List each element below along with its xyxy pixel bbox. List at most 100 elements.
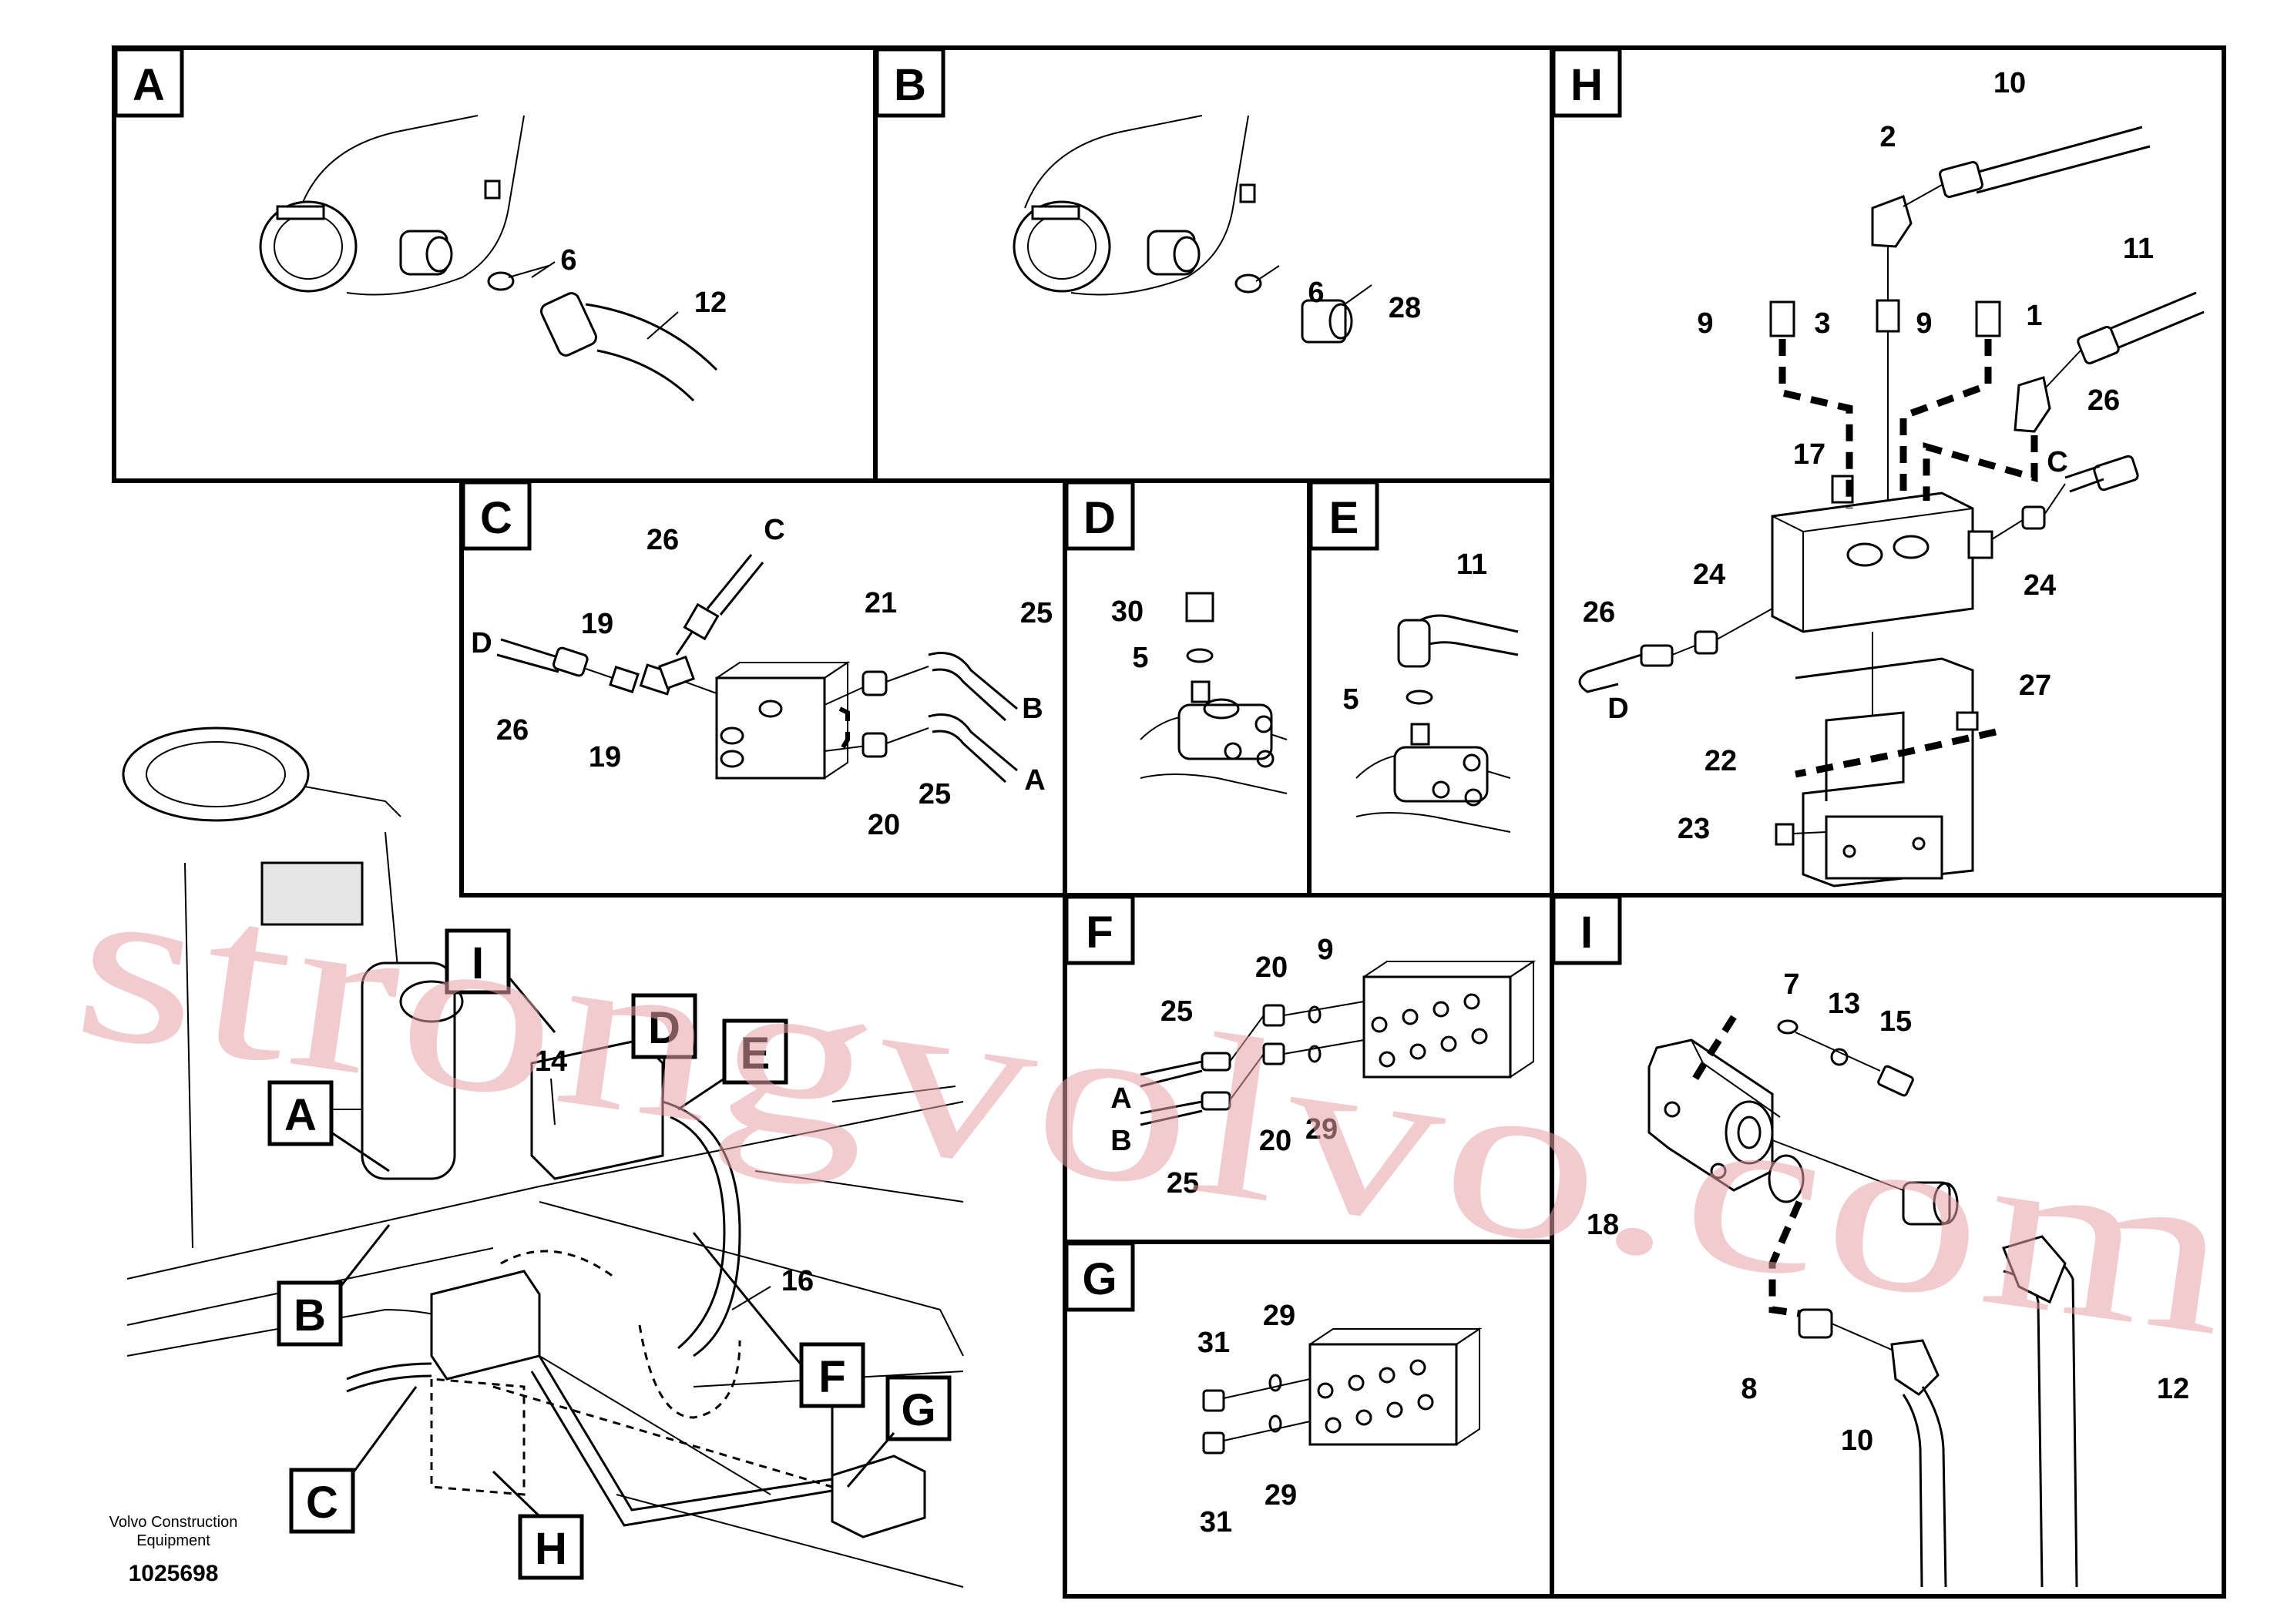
label: 29 [1265,1479,1297,1512]
panel-letter-b: B [894,60,926,110]
label: 11 [1456,549,1487,581]
label: 12 [694,287,727,319]
overview-drawing [122,726,964,1588]
label: 31 [1197,1327,1230,1359]
panel-a-drawing [259,115,718,402]
label: 18 [1587,1209,1619,1241]
watermark: strongvolvo.com [62,829,2250,1385]
callout-e: E [741,1028,771,1079]
label: 22 [1705,745,1737,777]
label: 3 [1814,307,1830,340]
panel-badge-i: I [1551,894,1622,965]
label: B [1022,693,1043,725]
panel-d-drawing [1140,592,1288,794]
label: 21 [865,587,897,619]
label: 31 [1200,1506,1232,1538]
overview-callouts: I D E A B C H F G [267,928,952,1580]
label: C [2047,446,2067,478]
callout-c: C [306,1478,338,1528]
panel-f-drawing [1140,960,1537,1126]
panel-letter-f: F [1086,908,1113,958]
label: 20 [868,809,900,841]
panel-badge-f: F [1064,894,1135,965]
watermark-text: strongvolvo.com [62,829,2250,1385]
label: 24 [1693,559,1725,591]
label: 26 [647,524,679,556]
label: 28 [1389,292,1421,324]
label: A [1110,1082,1131,1115]
label: 24 [2024,569,2056,602]
label: B [1110,1125,1131,1157]
label: 9 [1317,934,1333,966]
panel-g-labels: 31 29 29 31 [1197,1300,1297,1538]
label: 29 [1263,1300,1295,1332]
label: 25 [1020,597,1053,629]
panel-letter-a: A [133,60,165,110]
panel-letter-h: H [1570,60,1603,110]
label: 20 [1259,1125,1291,1157]
label: 6 [1308,277,1324,309]
panel-g-drawing [1202,1327,1483,1455]
panel-h-labels: 10 2 11 9 3 9 1 26 C 17 24 24 26 27 D 22… [1583,67,2154,845]
panel-i-drawing [1647,1015,2078,1588]
callout-d: D [648,1003,680,1053]
callout-a: A [284,1090,317,1140]
label: 8 [1741,1373,1757,1405]
panel-badge-c: C [461,480,532,551]
panel-badge-d: D [1064,480,1135,551]
label: 10 [1841,1424,1873,1457]
label: 26 [2087,384,2120,417]
label: 25 [1160,995,1193,1028]
footer-company-2: Equipment [136,1532,210,1549]
panel-badge-a: A [113,47,184,118]
label: 11 [2123,233,2154,265]
label: D [471,627,492,659]
label: 7 [1783,968,1799,1001]
label: 9 [1697,307,1713,340]
label: 26 [1583,596,1615,629]
label: 15 [1879,1005,1912,1038]
label: 20 [1255,951,1288,984]
panel-badge-h: H [1551,47,1622,118]
panel-letter-i: I [1580,908,1593,958]
label: 14 [535,1045,567,1078]
panel-badge-b: B [875,47,945,118]
panel-f-labels: 9 20 25 A B 20 29 25 [1110,934,1338,1200]
label: 6 [560,244,576,277]
panel-c-labels: 26 C D 19 26 19 21 25 B 20 25 A [471,514,1053,841]
label: 12 [2157,1373,2189,1405]
label: A [1024,764,1045,797]
drawing-footer: Volvo Construction Equipment 1025698 [109,1514,238,1586]
drawing-number: 1025698 [129,1561,219,1586]
label: 17 [1793,438,1825,471]
label: 25 [919,778,951,810]
panel-badge-g: G [1064,1241,1135,1312]
overview-labels: 14 16 [535,1045,814,1310]
label: 10 [1993,67,2026,99]
panel-letter-e: E [1329,493,1359,543]
callout-h: H [535,1524,567,1574]
panel-badge-e: E [1308,480,1379,551]
label: 19 [581,608,613,640]
panel-e-drawing [1355,614,1519,833]
label: 16 [781,1265,814,1297]
callout-g: G [901,1385,935,1435]
label: 26 [496,714,529,747]
label: 30 [1111,596,1144,628]
panel-c-drawing [496,554,1018,783]
panel-d-labels: 30 5 [1111,596,1149,674]
label: C [764,514,784,546]
label: D [1607,693,1628,725]
panel-i-labels: 7 13 15 18 8 12 10 [1587,968,2189,1457]
label: 19 [589,741,621,773]
panel-b-labels: 6 28 [1308,277,1421,324]
label: 9 [1916,307,1932,340]
footer-company: Volvo Construction [109,1514,238,1531]
label: 13 [1828,988,1860,1020]
panel-a-labels: 6 12 [560,244,727,319]
panel-e-labels: 11 5 [1342,549,1487,716]
callout-f: F [818,1352,845,1402]
label: 27 [2019,669,2051,702]
panel-letter-c: C [480,493,512,543]
